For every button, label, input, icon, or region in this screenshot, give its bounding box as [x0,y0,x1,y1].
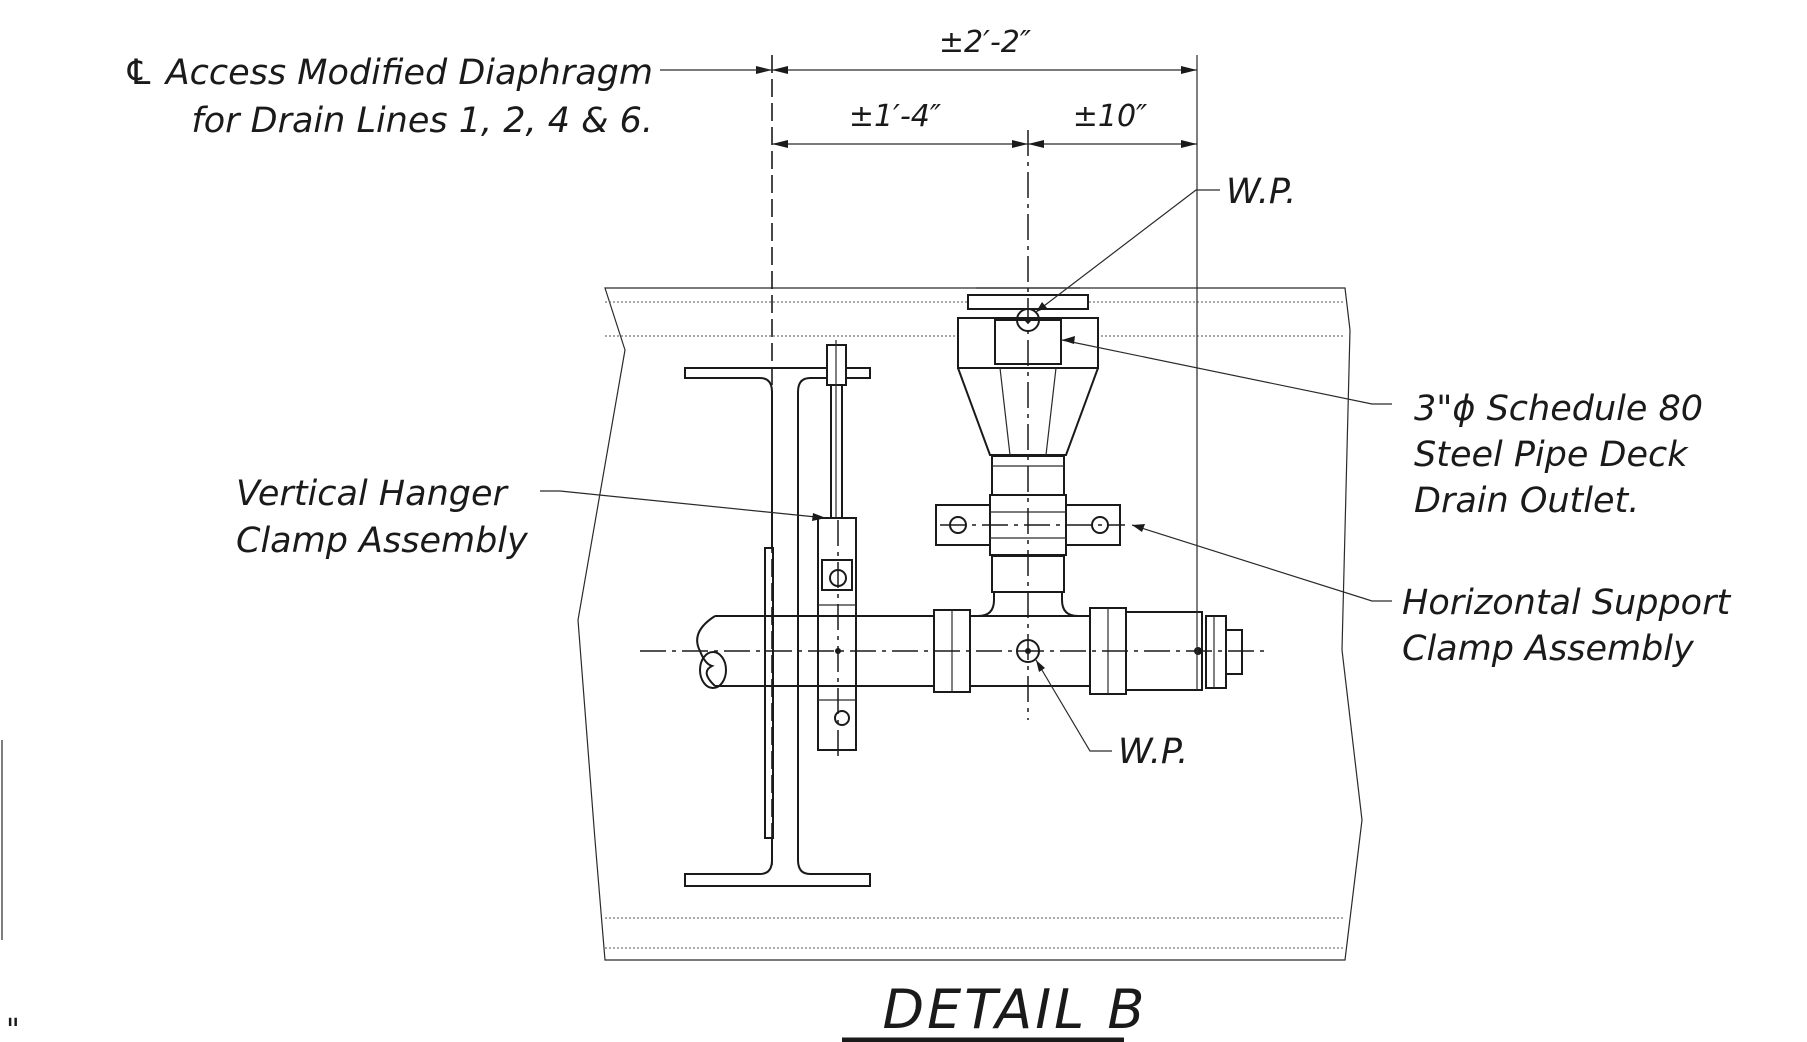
drain-outlet-line1: 3"ϕ Schedule 80 [1414,389,1703,429]
diaphragm-callout-line2: for Drain Lines 1, 2, 4 & 6. [191,101,653,141]
drain-outlet-line2: Steel Pipe Deck [1414,435,1689,475]
dimension-lines [756,55,1198,870]
horizontal-support-line2: Clamp Assembly [1402,629,1695,669]
steel-i-beam [684,367,871,887]
left-dimension-label: ±1′-4″ [849,99,942,134]
drain-outlet-line3: Drain Outlet. [1414,481,1639,521]
wp-bottom-label: W.P. [1118,732,1188,772]
right-dimension-label: ±10″ [1073,99,1148,134]
centerlines [640,130,1270,760]
detail-title: DETAIL B [883,978,1148,1041]
horizontal-drain-pipe [696,607,1243,695]
leader-lines [540,69,1392,752]
diaphragm-callout-line1: ℄ Access Modified Diaphragm [123,53,653,93]
overall-dimension-label: ±2′-2″ [939,25,1032,60]
vertical-hanger-clamp [817,340,857,751]
horizontal-support-line1: Horizontal Support [1402,583,1731,623]
vertical-hanger-line1: Vertical Hanger [236,474,510,514]
vertical-hanger-line2: Clamp Assembly [236,521,529,561]
edge-mark: " [6,1013,20,1042]
wp-top-label: W.P. [1226,172,1296,212]
